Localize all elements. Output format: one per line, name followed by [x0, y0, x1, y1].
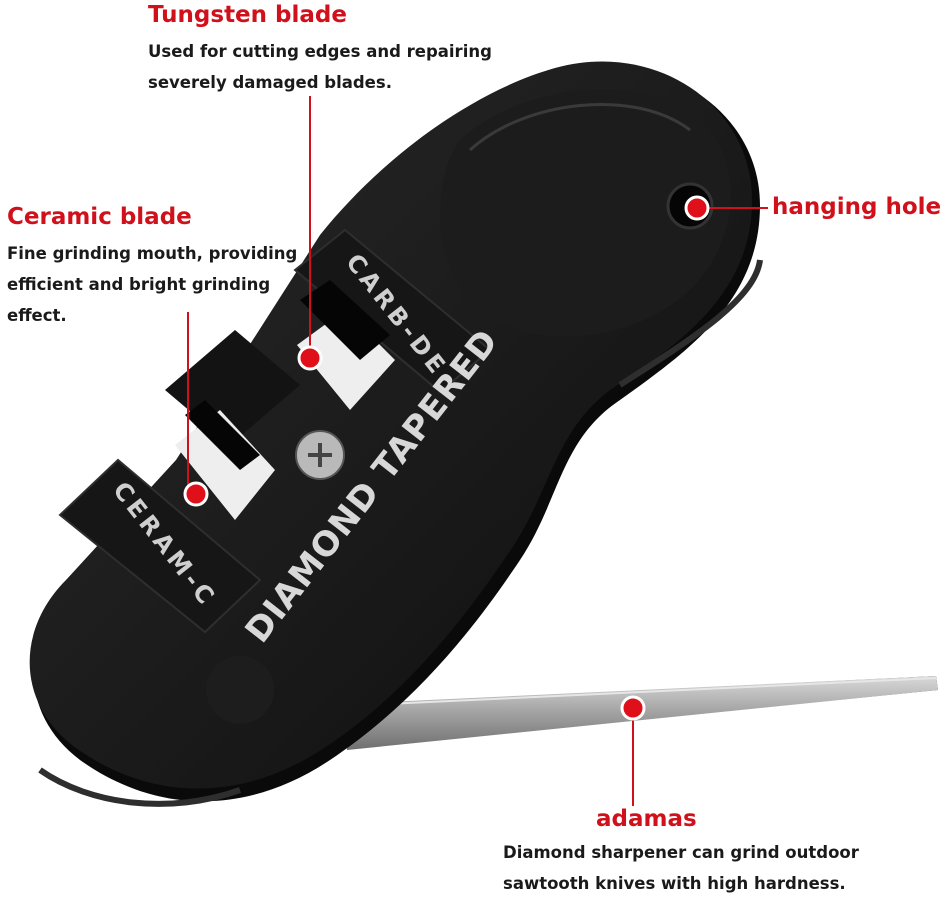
dot-hanging [684, 195, 710, 221]
callout-dots [183, 195, 710, 721]
adamas-desc-line: sawtooth knives with high hardness. [503, 874, 846, 893]
tungsten-desc-line: severely damaged blades. [148, 73, 392, 92]
adamas-title: adamas [596, 806, 697, 832]
adamas-desc: Diamond sharpener can grind outdoor sawt… [503, 837, 859, 899]
tungsten-desc: Used for cutting edges and repairing sev… [148, 36, 492, 98]
tungsten-desc-line: Used for cutting edges and repairing [148, 42, 492, 61]
ceramic-title: Ceramic blade [7, 204, 192, 230]
dot-adamas [620, 695, 646, 721]
ceramic-desc-line: efficient and bright grinding [7, 275, 271, 294]
dot-tungsten [297, 345, 323, 371]
ceramic-desc: Fine grinding mouth, providing efficient… [7, 238, 297, 331]
adamas-desc-line: Diamond sharpener can grind outdoor [503, 843, 859, 862]
dot-ceramic [183, 481, 209, 507]
ceramic-desc-line: effect. [7, 306, 67, 325]
ceramic-desc-line: Fine grinding mouth, providing [7, 244, 298, 263]
tungsten-title: Tungsten blade [148, 2, 347, 28]
hanging-hole-title: hanging hole [772, 194, 941, 220]
blade-slot-block [58, 228, 492, 634]
